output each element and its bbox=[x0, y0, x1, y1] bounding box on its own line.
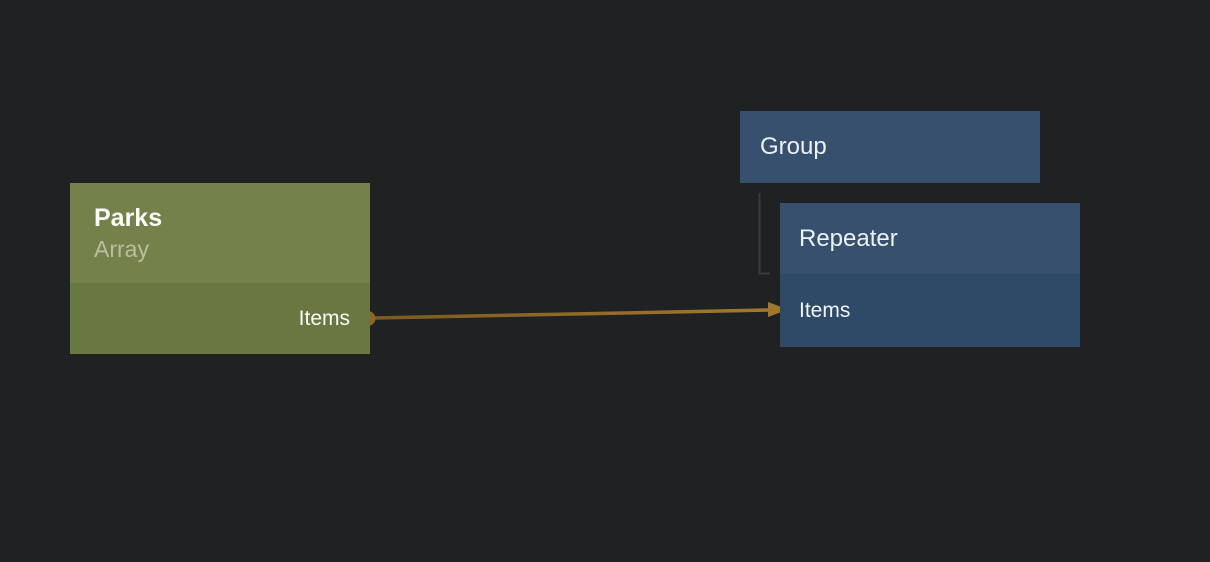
node-repeater[interactable]: Repeater Items bbox=[780, 203, 1080, 347]
data-connection-wire[interactable] bbox=[373, 308, 772, 320]
parks-node-header[interactable]: Parks Array bbox=[70, 183, 370, 283]
parks-node-title: Parks bbox=[94, 204, 163, 232]
repeater-node-header[interactable]: Repeater bbox=[780, 203, 1080, 274]
group-node-title: Group bbox=[760, 133, 827, 160]
repeater-items-input-port[interactable]: Items bbox=[780, 274, 1080, 347]
parks-node-subtitle: Array bbox=[94, 236, 149, 262]
repeater-items-port-label: Items bbox=[799, 298, 851, 322]
parks-items-output-port[interactable]: Items bbox=[70, 283, 370, 354]
parks-items-port-label: Items bbox=[298, 306, 350, 330]
node-group[interactable]: Group bbox=[740, 111, 1040, 183]
group-node-header[interactable]: Group bbox=[740, 111, 1040, 183]
node-parks[interactable]: Parks Array Items bbox=[70, 183, 370, 354]
repeater-node-title: Repeater bbox=[799, 224, 898, 252]
hierarchy-connector-line bbox=[758, 193, 770, 275]
